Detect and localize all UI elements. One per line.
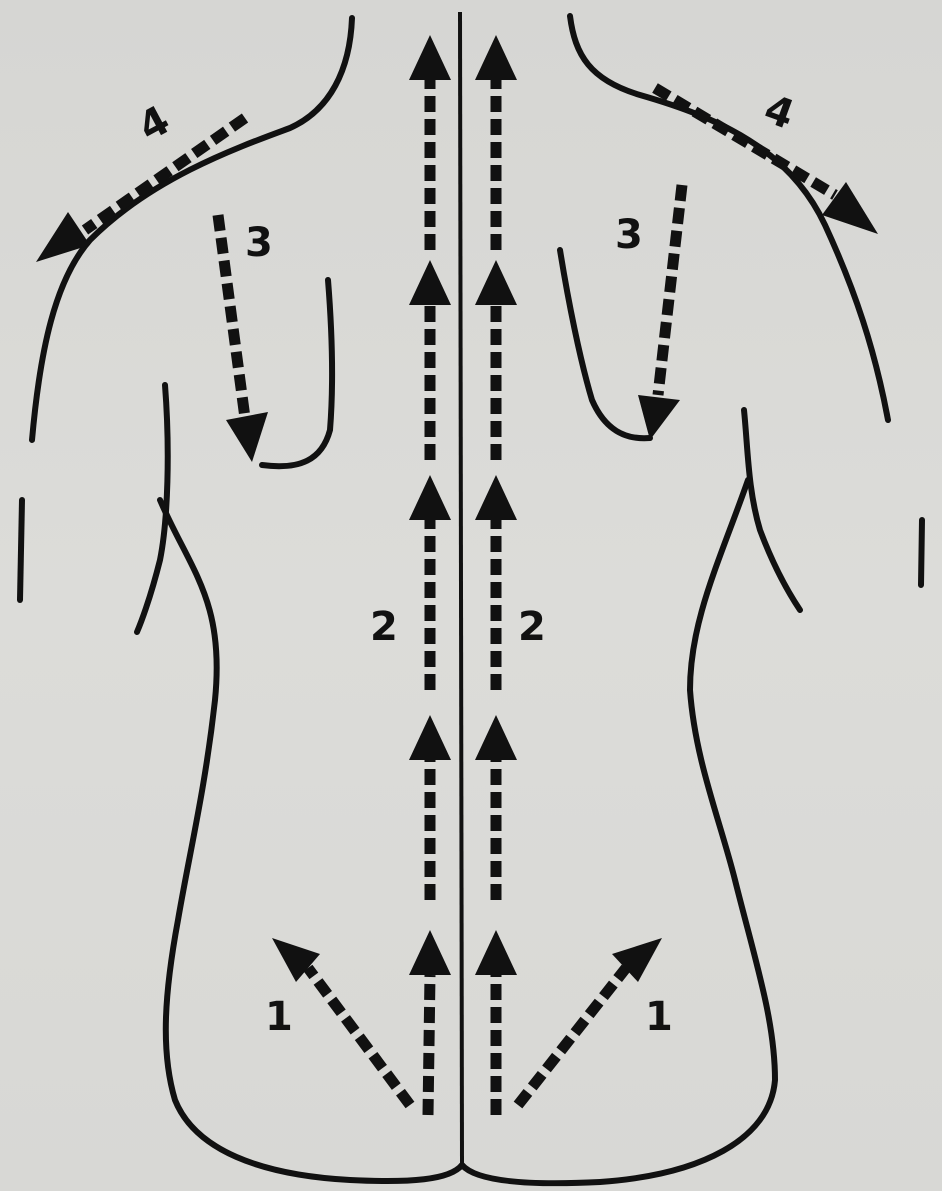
right-torso-outline xyxy=(462,480,775,1183)
label-4-right: 4 xyxy=(758,86,800,139)
right-armpit-outline xyxy=(744,410,800,610)
body-outline xyxy=(20,16,922,1183)
spine-line xyxy=(460,12,462,1165)
arrow-head-up xyxy=(475,475,517,520)
label-2-right: 2 xyxy=(518,604,546,650)
arrow-head-up xyxy=(409,930,451,975)
arrow-head-up xyxy=(475,35,517,80)
stroke-1-right-arrow xyxy=(518,938,662,1105)
label-2-left: 2 xyxy=(370,604,398,650)
right-scapula-outline xyxy=(560,250,650,438)
arrow-head-up xyxy=(475,715,517,760)
stroke-2-right-arrows xyxy=(475,35,517,1115)
label-3-right: 3 xyxy=(615,212,643,258)
label-1-left: 1 xyxy=(265,994,293,1040)
arrow-head-up xyxy=(475,260,517,305)
right-arm-outline xyxy=(921,520,922,585)
arrow-head-up xyxy=(409,35,451,80)
arrow-head-diagonal xyxy=(822,182,878,234)
left-arm-outline xyxy=(20,500,22,600)
arrow-head-up xyxy=(475,930,517,975)
label-4-left: 4 xyxy=(131,97,177,151)
stroke-3-right-arrow xyxy=(638,185,682,440)
stroke-2-left-arrows xyxy=(409,35,451,1115)
arrow-head-down xyxy=(638,395,680,440)
stroke-4-left-arrow xyxy=(36,118,245,262)
left-scapula-outline xyxy=(262,280,332,466)
left-neck-shoulder-outline xyxy=(32,18,352,440)
arrow-head-up xyxy=(409,475,451,520)
arrow-head-up xyxy=(409,715,451,760)
label-3-left: 3 xyxy=(245,220,273,266)
left-torso-outline xyxy=(160,500,462,1181)
arrow-head-down xyxy=(226,412,268,462)
label-1-right: 1 xyxy=(645,994,673,1040)
arrow-head-up xyxy=(409,260,451,305)
